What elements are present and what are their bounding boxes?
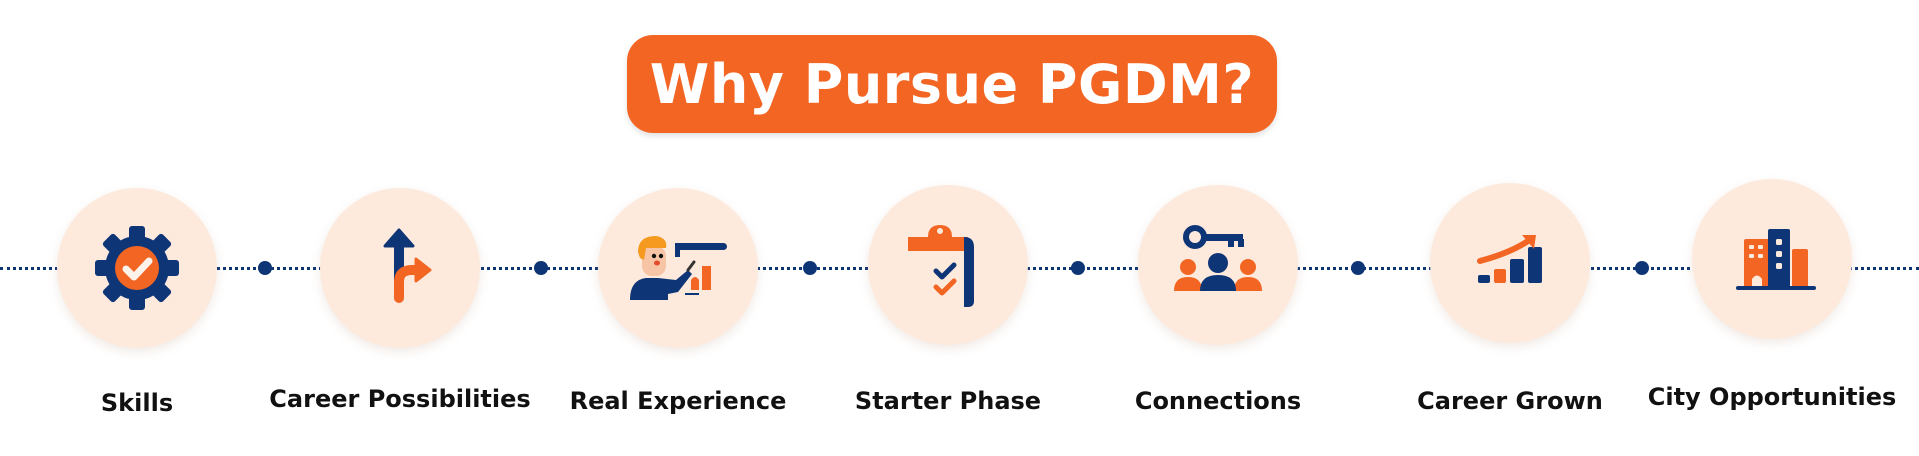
growth-chart-icon (1477, 235, 1542, 283)
timeline-node-starter-phase (868, 185, 1028, 345)
timeline-dot (534, 261, 548, 275)
label-real-experience: Real Experience (569, 387, 787, 415)
gear-check-icon (95, 226, 179, 310)
label-career-possibilities: Career Possibilities (269, 385, 531, 413)
branching-arrow-icon (383, 228, 432, 303)
timeline-dot (803, 261, 817, 275)
timeline-node-career-grown (1430, 183, 1590, 343)
label-career-grown: Career Grown (1417, 387, 1603, 415)
label-connections: Connections (1134, 387, 1302, 415)
city-buildings-icon (1736, 229, 1816, 290)
clipboard-checklist-icon (908, 225, 974, 307)
presenter-chart-icon (630, 236, 727, 300)
label-starter-phase: Starter Phase (854, 387, 1042, 415)
timeline-node-career-possibilities (320, 188, 480, 348)
label-skills: Skills (100, 389, 174, 417)
timeline-dot (1071, 261, 1085, 275)
timeline-node-real-experience (598, 188, 758, 348)
timeline-node-skills (57, 188, 217, 348)
timeline-dot (1351, 261, 1365, 275)
key-people-icon (1174, 225, 1262, 291)
timeline-node-connections (1138, 185, 1298, 345)
timeline-dot (1635, 261, 1649, 275)
timeline-node-city-opportunities (1692, 179, 1852, 339)
label-city-opportunities: City Opportunities (1647, 383, 1897, 411)
timeline-dot (258, 261, 272, 275)
title-banner: Why Pursue PGDM? (627, 35, 1277, 133)
page-title: Why Pursue PGDM? (649, 52, 1255, 116)
